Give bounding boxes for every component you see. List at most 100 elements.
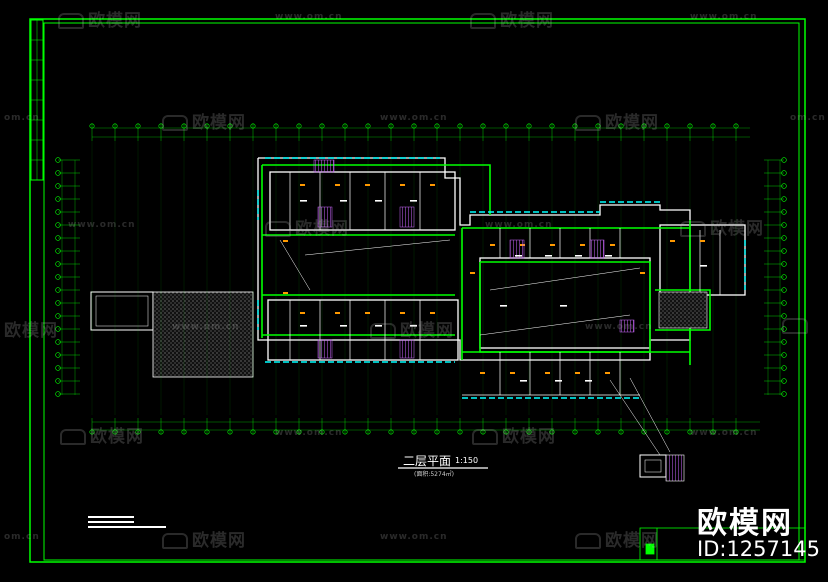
axis-grid	[61, 127, 781, 431]
axis-bubble	[158, 429, 164, 435]
watermark-url: om.cn	[4, 113, 40, 123]
axis-bubble	[55, 352, 61, 358]
axis-bubble	[664, 429, 670, 435]
sofa-logo-icon	[265, 221, 291, 237]
axis-bubble	[457, 123, 463, 129]
title-block	[639, 527, 806, 561]
watermark-brand: 欧模网	[575, 526, 659, 551]
watermark-url: www.om.cn	[275, 428, 343, 438]
doors	[283, 184, 705, 374]
watermark-url: www.om.cn	[68, 220, 136, 230]
axis-bubble	[135, 429, 141, 435]
axis-bubble	[411, 123, 417, 129]
axis-bubble	[55, 274, 61, 280]
axis-bubble	[296, 429, 302, 435]
axis-bubble	[503, 429, 509, 435]
axis-bubble	[204, 123, 210, 129]
axis-bubble	[781, 391, 787, 397]
room-label-mark	[410, 325, 417, 327]
sofa-logo-icon	[472, 429, 498, 445]
door	[545, 372, 550, 374]
axis-bubble	[781, 339, 787, 345]
room-label-mark	[300, 325, 307, 327]
sofa-logo-icon	[575, 115, 601, 131]
axis-bubble	[503, 123, 509, 129]
axis-bubble	[55, 313, 61, 319]
door	[300, 184, 305, 186]
door	[550, 244, 555, 246]
door	[605, 372, 610, 374]
axis-bubble	[55, 248, 61, 254]
watermark-brand: 欧模网	[370, 316, 454, 341]
axis-bubble	[526, 123, 532, 129]
room-label-mark	[500, 305, 507, 307]
axis-bubble	[135, 123, 141, 129]
axis-bubble	[781, 287, 787, 293]
room-label-mark	[300, 200, 307, 202]
axis-bubble	[618, 123, 624, 129]
axis-bubble	[710, 429, 716, 435]
axis-bubble	[55, 365, 61, 371]
axis-bubble	[781, 274, 787, 280]
door	[470, 272, 475, 274]
axis-bubble	[664, 123, 670, 129]
room-label-mark	[340, 325, 347, 327]
axis-bubble	[55, 235, 61, 241]
axis-bubble	[572, 429, 578, 435]
axis-bubble	[55, 287, 61, 293]
axis-bubble	[204, 429, 210, 435]
door	[430, 312, 435, 314]
axis-bubble	[733, 123, 739, 129]
watermark-url: www.om.cn	[585, 322, 653, 332]
door	[670, 240, 675, 242]
axis-bubble	[319, 429, 325, 435]
axis-bubble	[112, 429, 118, 435]
sofa-logo-icon	[58, 13, 84, 29]
axis-bubble	[411, 429, 417, 435]
axis-bubble	[250, 123, 256, 129]
drawing-title: 二层平面	[403, 454, 452, 468]
axis-bubble	[781, 300, 787, 306]
door	[610, 244, 615, 246]
watermark-url: www.om.cn	[485, 220, 553, 230]
axis-bubble	[55, 261, 61, 267]
axis-bubble	[733, 429, 739, 435]
watermark-url: om.cn	[790, 113, 826, 123]
axis-bubble	[342, 429, 348, 435]
watermark-brand: 欧模网	[162, 526, 246, 551]
room-label-mark	[520, 380, 527, 382]
left-wing	[90, 291, 254, 378]
axis-bubble	[55, 391, 61, 397]
axis-bubble	[388, 429, 394, 435]
axis-bubble	[55, 196, 61, 202]
brand-badge: 欧模网	[697, 506, 793, 541]
axis-bubble	[781, 352, 787, 358]
axis-bubble	[434, 123, 440, 129]
interior-walls	[261, 164, 711, 365]
axis-bubble	[365, 429, 371, 435]
axis-bubble	[89, 123, 95, 129]
axis-bubble	[781, 183, 787, 189]
axis-bubble	[549, 429, 555, 435]
watermark-brand: 欧模网	[265, 214, 349, 239]
windows	[257, 157, 746, 399]
drawing-scale: 1:150	[455, 456, 479, 465]
axis-bubble	[781, 209, 787, 215]
axis-bubble	[618, 429, 624, 435]
watermark-url: om.cn	[4, 532, 40, 542]
axis-bubble	[55, 339, 61, 345]
axis-bubble	[457, 429, 463, 435]
watermark-url: www.om.cn	[690, 12, 758, 22]
room-label-mark	[515, 255, 522, 257]
axis-bubble	[595, 429, 601, 435]
door	[575, 372, 580, 374]
axis-bubble	[781, 261, 787, 267]
room-label-mark	[410, 200, 417, 202]
model-id-label: ID:1257145	[697, 537, 820, 561]
axis-bubble	[781, 157, 787, 163]
axis-bubble	[181, 429, 187, 435]
watermark-brand: 欧模网	[472, 422, 556, 447]
axis-bubble	[365, 123, 371, 129]
sofa-logo-icon	[60, 429, 86, 445]
